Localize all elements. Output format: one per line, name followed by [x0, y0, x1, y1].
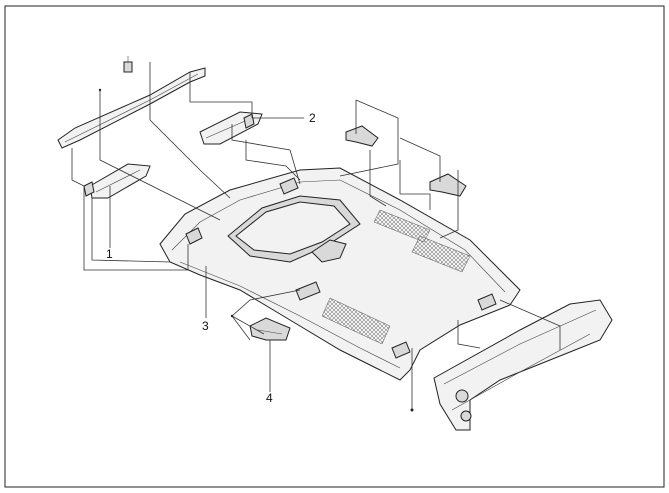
callout-3: 3	[202, 319, 209, 333]
leader-lines	[71, 62, 561, 412]
diagram-frame	[4, 5, 665, 488]
retainer-clip-icon	[123, 56, 133, 73]
roof-headliner	[159, 167, 521, 381]
assist-grip-lower	[249, 317, 291, 341]
callout-2: 2	[309, 111, 316, 125]
front-header-rail	[57, 67, 206, 149]
callout-leaders	[109, 117, 304, 392]
sun-visor-right	[199, 111, 263, 145]
sun-visor-left	[83, 163, 151, 199]
assist-grip-upper	[345, 125, 467, 197]
callout-4: 4	[266, 391, 273, 405]
callout-1: 1	[106, 247, 113, 261]
rear-trim-panel	[433, 299, 613, 431]
